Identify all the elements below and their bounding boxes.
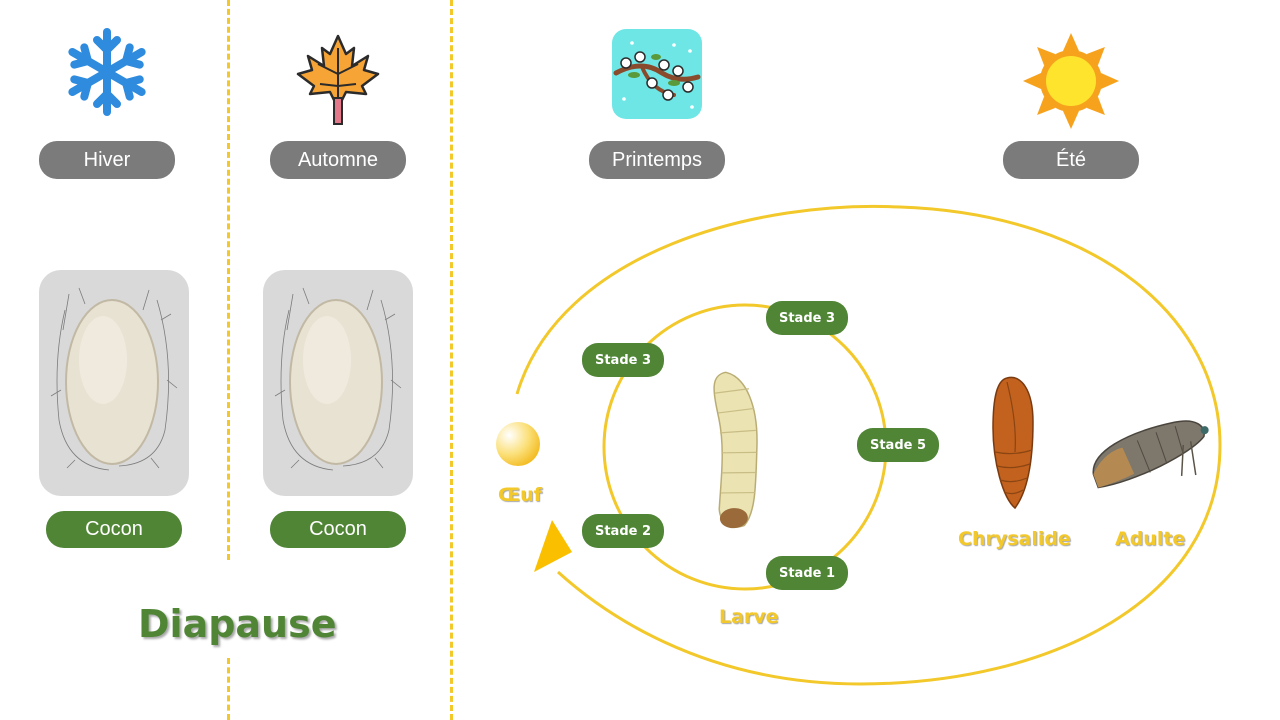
stade-pill-left: Stade 3 [582,343,664,377]
cocon-label-left: Cocon [46,511,182,548]
cocon-image-card-left [39,270,189,496]
cocon-label-right: Cocon [270,511,406,548]
cocon-image-card-right [263,270,413,496]
cycle-arrowhead [534,520,572,572]
season-label-automne: Automne [270,141,406,179]
stage-label-chrysalide: Chrysalide [958,528,1071,550]
stade-pill-bottom-left: Stade 2 [582,514,664,548]
season-label-printemps: Printemps [589,141,725,179]
maple-leaf-icon [296,34,380,125]
season-label-ete: Été [1003,141,1139,179]
stade-pill-bottom: Stade 1 [766,556,848,590]
stage-label-larve: Larve [719,606,779,628]
sun-icon [1023,33,1119,129]
cocoon-illustration [274,287,402,471]
separator-dashed-1 [227,0,230,560]
stade-pill-right: Stade 5 [857,428,939,462]
diapause-title: Diapause [138,602,337,646]
snowflake-icon [66,28,148,118]
blossom-branch-icon [612,29,702,119]
larva-illustration [713,371,758,529]
stage-label-adulte: Adulte [1115,528,1186,550]
chrysalis-illustration [992,376,1034,510]
separator-dashed-1-lower [227,658,230,720]
moth-illustration [1092,420,1209,489]
stage-label-oeuf: Œuf [498,484,542,506]
outer-cycle-arc [515,204,1222,686]
egg-illustration [496,422,540,466]
separator-dashed-2 [450,0,453,720]
season-label-hiver: Hiver [39,141,175,179]
cocoon-illustration [50,287,178,471]
stade-pill-top: Stade 3 [766,301,848,335]
